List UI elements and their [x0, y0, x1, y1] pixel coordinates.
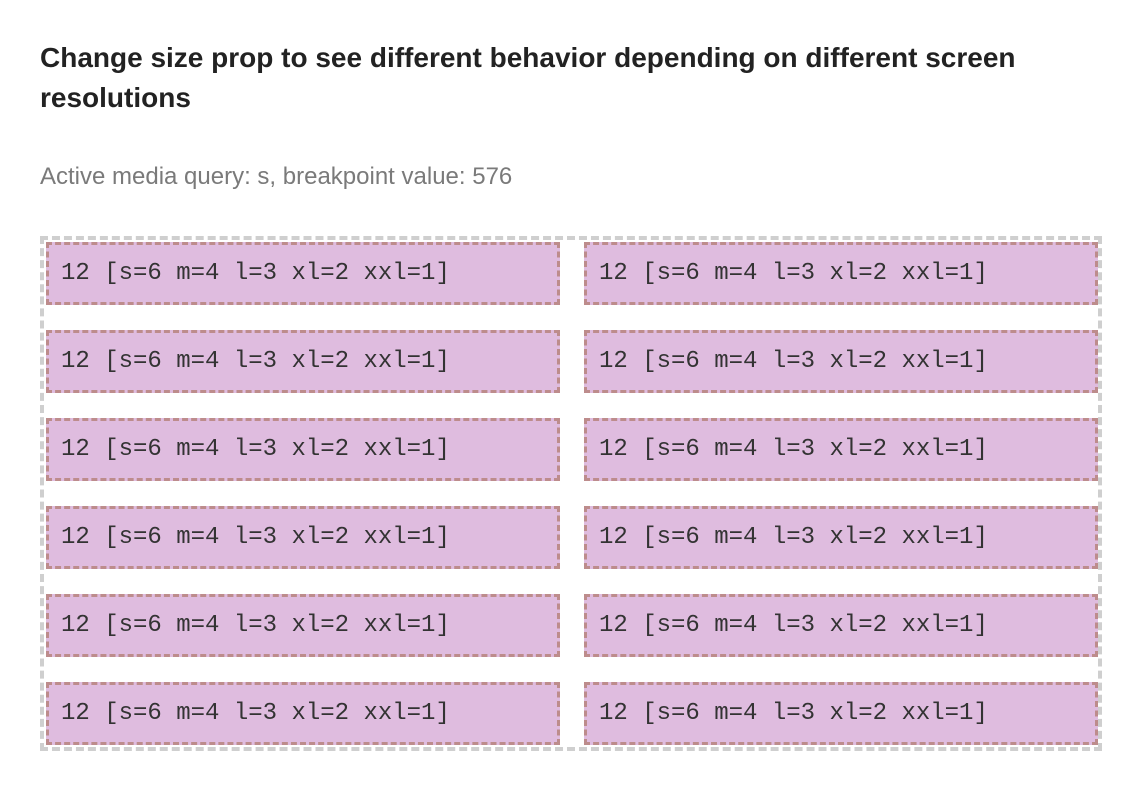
grid-cell: 12 [s=6 m=4 l=3 xl=2 xxl=1] [584, 594, 1098, 657]
grid-cell: 12 [s=6 m=4 l=3 xl=2 xxl=1] [584, 418, 1098, 481]
grid-cell: 12 [s=6 m=4 l=3 xl=2 xxl=1] [46, 682, 560, 745]
grid-cell: 12 [s=6 m=4 l=3 xl=2 xxl=1] [46, 418, 560, 481]
grid-cell: 12 [s=6 m=4 l=3 xl=2 xxl=1] [584, 506, 1098, 569]
grid-cell: 12 [s=6 m=4 l=3 xl=2 xxl=1] [584, 330, 1098, 393]
grid-cell: 12 [s=6 m=4 l=3 xl=2 xxl=1] [584, 242, 1098, 305]
grid-cell: 12 [s=6 m=4 l=3 xl=2 xxl=1] [46, 594, 560, 657]
page-title: Change size prop to see different behavi… [40, 42, 1016, 113]
grid-cells-container: 12 [s=6 m=4 l=3 xl=2 xxl=1] 12 [s=6 m=4 … [44, 240, 1098, 747]
responsive-grid: 12 [s=6 m=4 l=3 xl=2 xxl=1] 12 [s=6 m=4 … [40, 236, 1102, 751]
grid-cell: 12 [s=6 m=4 l=3 xl=2 xxl=1] [46, 242, 560, 305]
grid-cell: 12 [s=6 m=4 l=3 xl=2 xxl=1] [584, 682, 1098, 745]
grid-cell: 12 [s=6 m=4 l=3 xl=2 xxl=1] [46, 506, 560, 569]
active-media-query-text: Active media query: s, breakpoint value:… [40, 163, 513, 190]
grid-cell: 12 [s=6 m=4 l=3 xl=2 xxl=1] [46, 330, 560, 393]
page-content: Change size prop to see different behavi… [40, 38, 1102, 190]
